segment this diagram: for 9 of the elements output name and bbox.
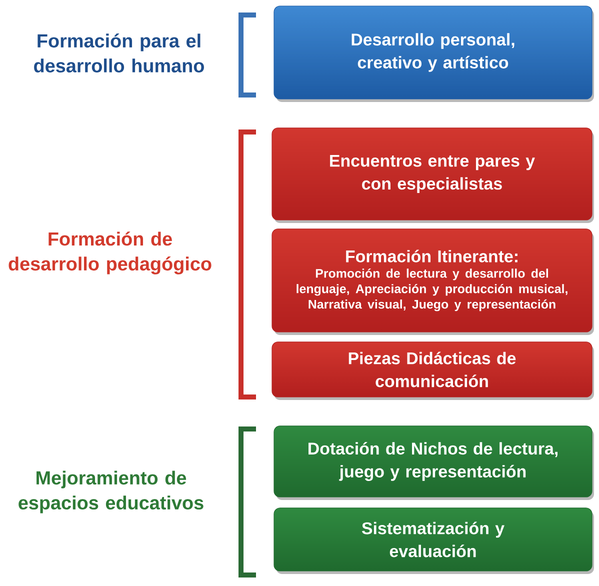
item-box: Piezas Didácticas de comunicación: [272, 342, 594, 400]
category-label: Mejoramiento de espacios educativos: [18, 470, 204, 514]
item-box: Desarrollo personal, creativo y artístico: [274, 6, 594, 102]
category-label: Formación para el desarrollo humano: [34, 34, 204, 72]
category-label: Formación de desarrollo pedagógico: [8, 232, 212, 274]
item-box: Formación Itinerante: Promoción de lectura y desarrollo del lenguaje, Apreciación y producción musical, Narrativa visual, Juego y representación: [272, 228, 594, 335]
item-box: Dotación de Nichos de lectura, juego y representación: [274, 426, 594, 500]
item-box: Sistematización y evaluación: [274, 508, 594, 574]
item-box: Encuentros entre pares y con especialistas: [272, 128, 594, 223]
